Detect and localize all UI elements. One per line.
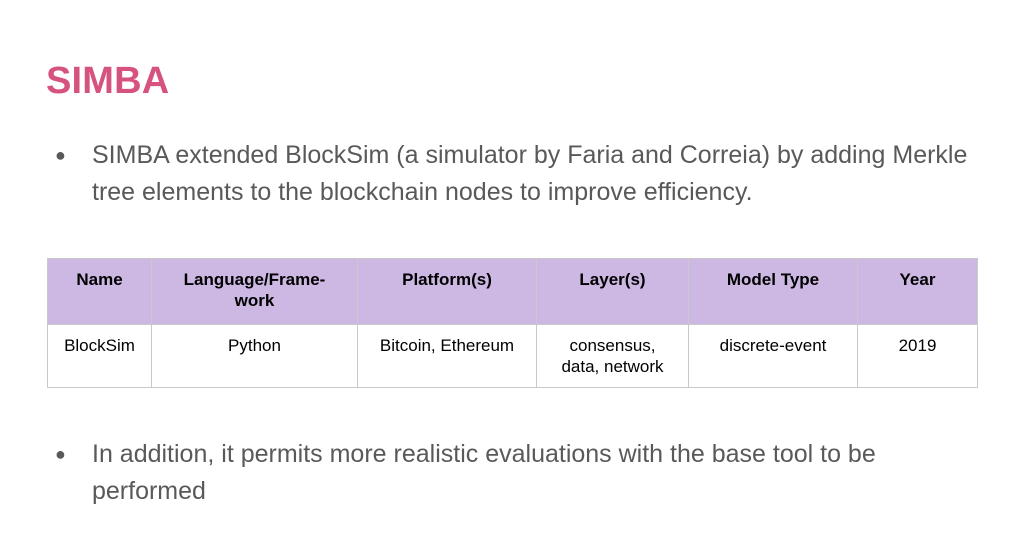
bullet-point-1: ● SIMBA extended BlockSim (a simulator b… bbox=[55, 137, 985, 211]
bullet-point-2: ● In addition, it permits more realistic… bbox=[55, 436, 985, 510]
simulator-table: Name Language/Frame-work Platform(s) Lay… bbox=[47, 258, 978, 388]
table-row: BlockSim Python Bitcoin, Ethereum consen… bbox=[47, 324, 978, 388]
cell-layers: consensus, data, network bbox=[536, 324, 689, 388]
header-language-framework: Language/Frame-work bbox=[151, 258, 358, 325]
cell-name: BlockSim bbox=[47, 324, 152, 388]
header-name: Name bbox=[47, 258, 152, 325]
cell-year: 2019 bbox=[857, 324, 978, 388]
cell-language: Python bbox=[151, 324, 358, 388]
header-platforms: Platform(s) bbox=[357, 258, 537, 325]
header-model-type: Model Type bbox=[688, 258, 858, 325]
header-layers: Layer(s) bbox=[536, 258, 689, 325]
cell-platforms: Bitcoin, Ethereum bbox=[357, 324, 537, 388]
bullet-text-1: SIMBA extended BlockSim (a simulator by … bbox=[92, 141, 968, 206]
header-year: Year bbox=[857, 258, 978, 325]
slide-title: SIMBA bbox=[46, 60, 170, 102]
bullet-text-2: In addition, it permits more realistic e… bbox=[92, 440, 876, 505]
cell-model-type: discrete-event bbox=[688, 324, 858, 388]
bullet-dot-icon: ● bbox=[55, 444, 66, 464]
bullet-dot-icon: ● bbox=[55, 145, 66, 165]
table-header-row: Name Language/Frame-work Platform(s) Lay… bbox=[47, 258, 978, 325]
